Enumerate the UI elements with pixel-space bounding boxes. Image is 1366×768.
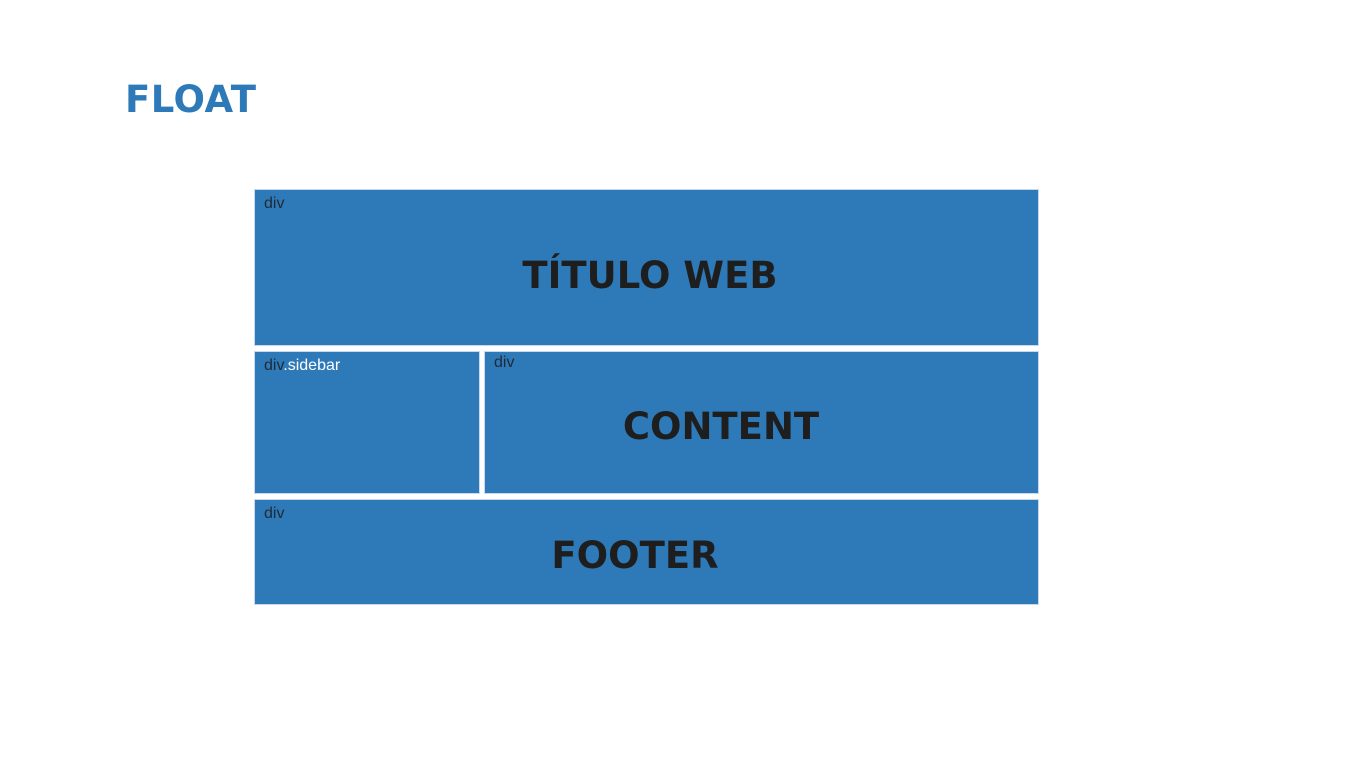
content-tag: div	[494, 354, 515, 371]
sidebar-tag: div.sidebar	[264, 357, 340, 375]
footer-tag: div	[264, 505, 285, 522]
header-box: div TÍTULO WEB	[254, 189, 1039, 346]
footer-box: div FOOTER	[254, 499, 1039, 605]
header-tag: div	[264, 195, 285, 212]
footer-label: FOOTER	[551, 534, 719, 577]
header-label: TÍTULO WEB	[522, 254, 778, 297]
content-label: CONTENT	[622, 405, 820, 448]
slide-title: FLOAT	[125, 78, 257, 121]
sidebar-box: div.sidebar	[254, 351, 480, 494]
sidebar-tag-element: div	[264, 357, 284, 374]
content-box: div CONTENT	[484, 351, 1039, 494]
sidebar-tag-class: .sidebar	[283, 357, 341, 374]
